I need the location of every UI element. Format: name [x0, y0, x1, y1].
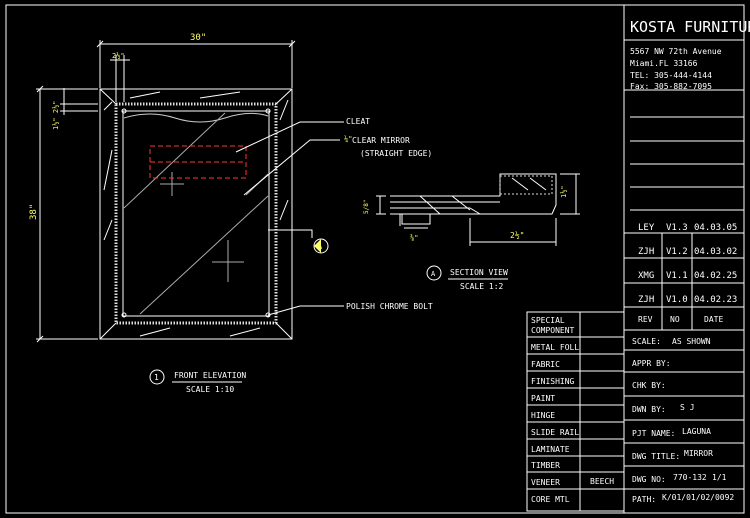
address-line: 5567 NW 72th Avenue — [630, 47, 722, 56]
section-dimension: ⅜" — [410, 233, 418, 242]
svg-text:REV: REV — [638, 315, 653, 324]
svg-text:DATE: DATE — [704, 315, 723, 324]
svg-text:1: 1 — [154, 373, 159, 382]
appr-label: APPR BY: — [632, 359, 671, 368]
material-label: TIMBER — [531, 461, 560, 470]
material-label: VENEER — [531, 478, 560, 487]
drawing-border — [5, 4, 745, 514]
dimension-frame: 2½" — [112, 52, 125, 60]
svg-text:FRONT ELEVATION: FRONT ELEVATION — [174, 371, 246, 380]
material-label: SLIDE RAIL — [531, 428, 579, 437]
path-value: K/01/01/02/0092 — [662, 493, 734, 502]
dimension-lines — [36, 40, 296, 343]
dimension-side: 1½" 2½" — [52, 100, 60, 130]
revision-row: ZJH V1.0 04.02.23 — [638, 295, 737, 305]
pjt-value: LAGUNA — [682, 427, 711, 436]
section-dimension: 1½" — [560, 185, 568, 198]
material-label: HINGE — [531, 411, 555, 420]
dwn-label: DWN BY: — [632, 405, 666, 414]
dimension-width: 30" — [190, 33, 206, 43]
svg-text:SCALE 1:2: SCALE 1:2 — [460, 282, 504, 291]
svg-text:04.02.23: 04.02.23 — [694, 295, 737, 305]
view-title-section: A SECTION VIEW SCALE 1:2 — [426, 265, 508, 291]
material-label: FINISHING — [531, 377, 575, 386]
svg-text:LEY: LEY — [638, 223, 655, 233]
label-mirror-edge: (STRAIGHT EDGE) — [360, 149, 432, 158]
svg-text:NO: NO — [670, 315, 680, 324]
dwg-no-value: 770-132 — [673, 473, 707, 482]
company-name: KOSTA FURNITURE — [630, 18, 750, 36]
section-dimension: 2½" — [510, 230, 524, 240]
svg-text:ZJH: ZJH — [638, 295, 654, 305]
label-mirror: CLEAR MIRROR — [352, 136, 410, 145]
material-label: METAL FOLL — [531, 343, 579, 352]
dwg-no-label: DWG NO: — [632, 475, 666, 484]
svg-text:SCALE 1:10: SCALE 1:10 — [186, 385, 234, 394]
svg-text:V1.2: V1.2 — [666, 247, 688, 257]
address-line: TEL: 305-444-4144 — [630, 71, 712, 80]
svg-text:XMG: XMG — [638, 271, 654, 281]
title-value: MIRROR — [684, 449, 713, 458]
view-title-front: 1 FRONT ELEVATION SCALE 1:10 — [149, 369, 246, 394]
label-bolt: POLISH CHROME BOLT — [346, 302, 433, 311]
revision-row: ZJH V1.2 04.03.02 — [638, 247, 737, 257]
path-label: PATH: — [632, 495, 656, 504]
svg-text:A: A — [318, 243, 323, 251]
label-mirror-fraction: ¼" — [344, 135, 352, 143]
address-line: Fax: 305-882-7095 — [630, 82, 712, 91]
label-cleat: CLEAT — [346, 117, 370, 126]
svg-text:ZJH: ZJH — [638, 247, 654, 257]
materials-table — [526, 311, 625, 512]
revision-row: XMG V1.1 04.02.25 — [638, 271, 737, 281]
scale-value: AS SHOWN — [672, 337, 711, 346]
svg-text:04.02.25: 04.02.25 — [694, 271, 737, 281]
title-label: DWG TITLE: — [632, 452, 680, 461]
svg-text:V1.1: V1.1 — [666, 271, 688, 281]
chk-label: CHK BY: — [632, 381, 666, 390]
material-label: LAMINATE — [531, 445, 570, 454]
svg-text:SECTION VIEW: SECTION VIEW — [450, 268, 508, 277]
section-view[interactable] — [376, 173, 580, 246]
cleat-outline — [149, 145, 247, 179]
svg-text:V1.0: V1.0 — [666, 295, 688, 305]
svg-text:V1.3: V1.3 — [666, 223, 688, 233]
dwn-value: S J — [680, 403, 694, 412]
material-value: BEECH — [590, 477, 614, 486]
section-marker[interactable]: A — [313, 238, 329, 254]
material-label: COMPONENT — [531, 326, 575, 335]
svg-text:A: A — [431, 270, 436, 278]
sheet-number: 1/1 — [712, 473, 727, 482]
svg-text:04.03.02: 04.03.02 — [694, 247, 737, 257]
leader-lines — [235, 121, 344, 316]
scale-label: SCALE: — [632, 337, 661, 346]
section-dimension: 5/8" — [363, 200, 370, 214]
svg-text:04.03.05: 04.03.05 — [694, 223, 737, 233]
revision-header: REV NO DATE — [638, 315, 723, 324]
material-label: PAINT — [531, 394, 555, 403]
address-line: Miami.FL 33166 — [630, 59, 698, 68]
material-label: SPECIAL — [531, 316, 565, 325]
dimension-height: 38" — [29, 204, 39, 220]
revision-row: LEY V1.3 04.03.05 — [638, 223, 737, 233]
pjt-label: PJT NAME: — [632, 429, 675, 438]
material-label: FABRIC — [531, 360, 560, 369]
front-elevation[interactable] — [99, 88, 293, 340]
material-label: CORE MTL — [531, 495, 570, 504]
